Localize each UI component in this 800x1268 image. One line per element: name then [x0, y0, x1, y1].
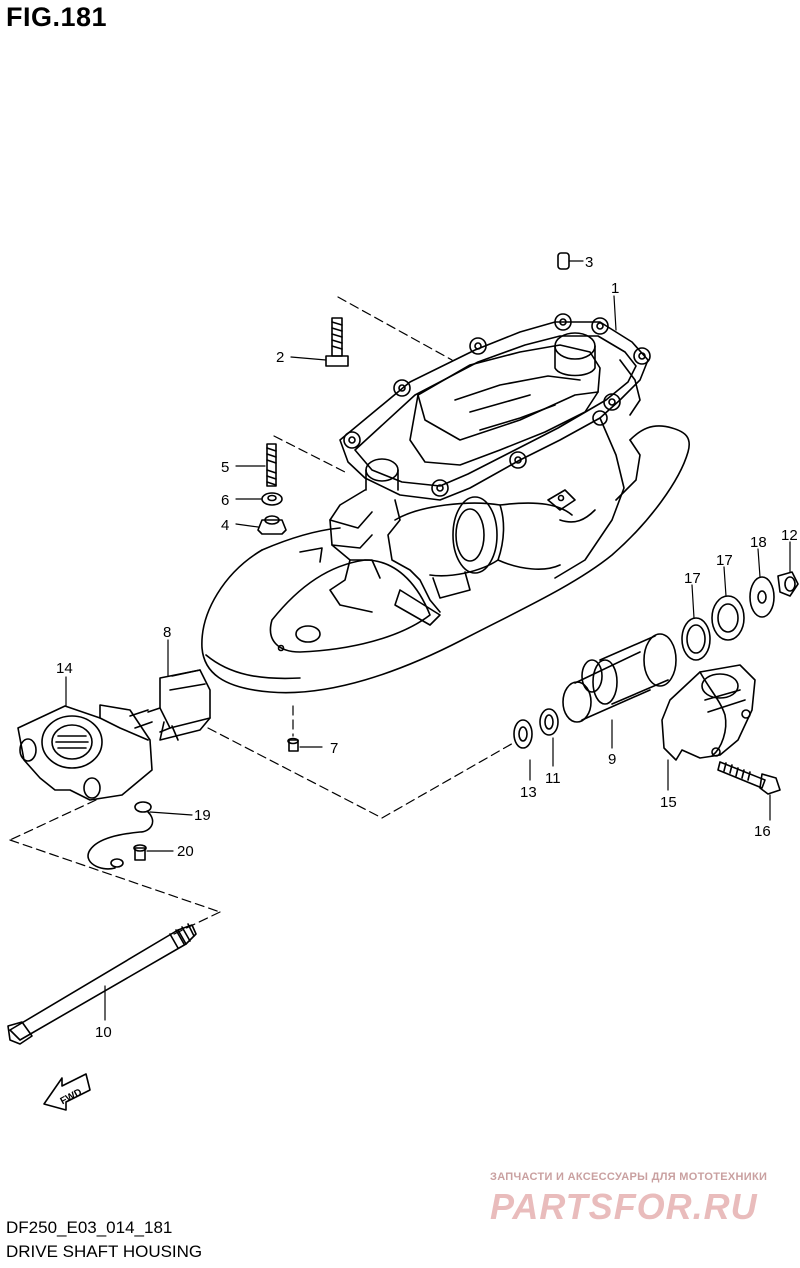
- callout-6: 6: [221, 492, 229, 509]
- callout-2: 2: [276, 349, 284, 366]
- part-20-screw: [133, 844, 147, 861]
- callout-3: 3: [585, 254, 593, 271]
- part-8-grommet: [129, 669, 211, 741]
- guide-lines: [9, 296, 516, 936]
- callout-14: 14: [56, 660, 73, 677]
- part-4-nut: [257, 515, 287, 535]
- part-13-washer: [513, 719, 533, 749]
- figure-title: FIG.181: [6, 2, 108, 32]
- callout-8: 8: [163, 624, 171, 641]
- callout-10: 10: [95, 1024, 112, 1041]
- part-10-long-bolt: [7, 923, 197, 1045]
- part-6-washer: [261, 492, 283, 506]
- callout-1: 1: [611, 280, 619, 297]
- callout-18: 18: [750, 534, 767, 551]
- callout-4: 4: [221, 517, 229, 534]
- part-9-rubber-mount: [562, 633, 677, 723]
- callout-13: 13: [520, 784, 537, 801]
- callout-16: 16: [754, 823, 771, 840]
- watermark-tagline: ЗАПЧАСТИ И АКСЕССУАРЫ ДЛЯ МОТОТЕХНИКИ: [490, 1171, 768, 1183]
- part-18-washer: [749, 576, 775, 618]
- part-3-dowel-pin: [557, 252, 570, 270]
- fwd-arrow-icon: FWD: [43, 1073, 91, 1111]
- watermark-logo: PARTSFOR.RU: [490, 1186, 758, 1227]
- figure-code: DF250_E03_014_181: [6, 1218, 173, 1237]
- callout-20: 20: [177, 843, 194, 860]
- figure-name: DRIVE SHAFT HOUSING: [6, 1242, 203, 1261]
- part-17-washer-b: [711, 595, 745, 641]
- drive-shaft-housing: [201, 313, 690, 694]
- part-12-nut: [777, 571, 799, 597]
- part-7-bolt: [287, 737, 299, 752]
- part-14-clamp-bracket: [17, 704, 153, 801]
- callout-5: 5: [221, 459, 229, 476]
- callout-17b: 17: [716, 552, 733, 569]
- leader-lines: [65, 260, 791, 1021]
- part-15-mount-cover: [661, 664, 756, 761]
- part-5-stud: [266, 443, 277, 487]
- part-11-washer: [539, 708, 559, 736]
- callout-17a: 17: [684, 570, 701, 587]
- callout-11: 11: [545, 770, 561, 787]
- part-19-ground-wire: [87, 801, 154, 870]
- callout-7: 7: [330, 740, 338, 757]
- part-2-bolt: [325, 317, 349, 367]
- part-17-washer-a: [681, 617, 711, 661]
- callout-12: 12: [781, 527, 798, 544]
- callout-9: 9: [608, 751, 616, 768]
- callout-labels: 1 2 3 4 5 6 7 8 9 10 11 12 13 14 15 16 1…: [56, 254, 798, 1041]
- part-16-bolt: [717, 761, 781, 795]
- callout-15: 15: [660, 794, 677, 811]
- callout-19: 19: [194, 807, 211, 824]
